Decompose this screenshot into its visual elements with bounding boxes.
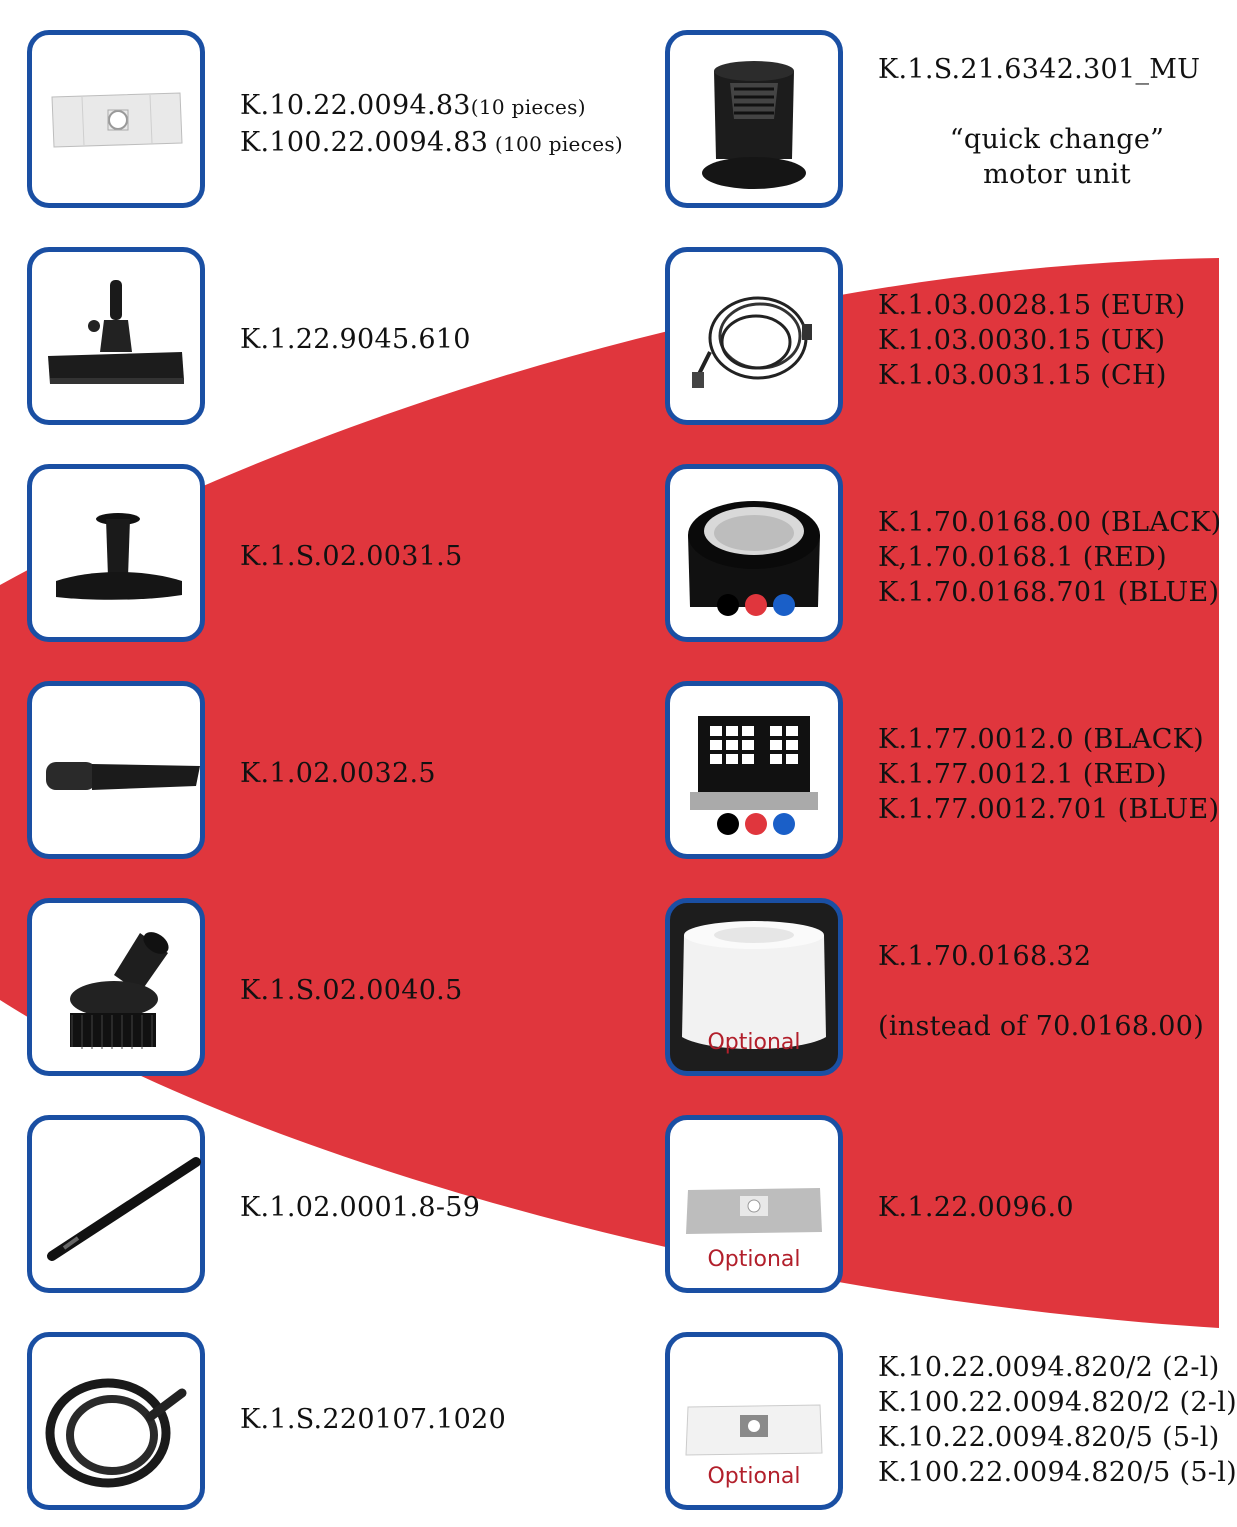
fleece-bag-icon [686,1188,822,1234]
floor-nozzle-icon [48,280,184,384]
upholstery-nozzle-icon [56,513,182,600]
round-brush-icon [70,932,169,1049]
card-extension-tube [27,1115,205,1293]
optional-label: Optional [707,1030,801,1055]
label-motor-unit: K.1.S.21.6342.301_MU “quick change” moto… [878,54,1201,190]
card-suction-hose [27,1332,205,1510]
label-cartridge-filter: K.1.70.0168.00 (BLACK) K,1.70.0168.1 (RE… [878,507,1222,608]
card-fleece-bag-set: Optional [665,1332,843,1510]
power-cable-icon [692,296,812,388]
label-upholstery-nozzle: K.1.S.02.0031.5 [240,541,463,572]
label-foam-filter: K.1.70.0168.32 (instead of 70.0168.00) [878,941,1205,1042]
cartridge-filter-icon [688,501,820,616]
label-fleece-bag-set: K.10.22.0094.820/2 (2-l) K.100.22.0094.8… [878,1352,1237,1488]
label-fleece-bag: K.1.22.0096.0 [878,1192,1074,1223]
crevice-nozzle-icon [46,762,200,790]
card-motor-unit [665,30,843,208]
extension-tube-icon [47,1157,201,1261]
motor-unit-icon [702,61,806,189]
suction-hose-icon [45,1378,187,1488]
label-extension-tube: K.1.02.0001.8-59 [240,1192,481,1223]
card-round-brush [27,898,205,1076]
card-exhaust-filter [665,681,843,859]
label-suction-hose: K.1.S.220107.1020 [240,1404,507,1435]
card-floor-nozzle [27,247,205,425]
label-exhaust-filter: K.1.77.0012.0 (BLACK) K.1.77.0012.1 (RED… [878,724,1220,825]
exhaust-filter-icon [690,716,818,835]
label-crevice-nozzle: K.1.02.0032.5 [240,758,436,789]
card-paper-filter-bag [27,30,205,208]
card-crevice-nozzle [27,681,205,859]
card-cartridge-filter [665,464,843,642]
label-power-cable: K.1.03.0028.15 (EUR) K.1.03.0030.15 (UK)… [878,290,1186,391]
card-fleece-bag: Optional [665,1115,843,1293]
label-floor-nozzle: K.1.22.9045.610 [240,324,471,355]
label-round-brush: K.1.S.02.0040.5 [240,975,463,1006]
optional-label: Optional [707,1464,801,1489]
fleece-bag-set-icon [685,1404,823,1456]
paper-filter-bag-icon [51,92,183,148]
card-foam-filter: Optional [665,898,843,1076]
label-paper-filter-bag: K.10.22.0094.83(10 pieces) K.100.22.0094… [240,90,623,158]
foam-filter-icon [682,921,826,1049]
card-power-cable [665,247,843,425]
optional-label: Optional [707,1247,801,1272]
card-upholstery-nozzle [27,464,205,642]
